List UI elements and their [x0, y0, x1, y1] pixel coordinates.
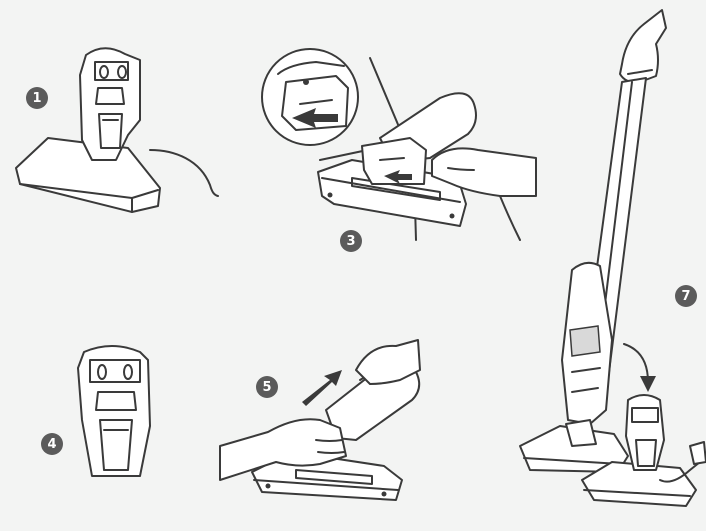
step-3-badge: 3	[340, 230, 362, 252]
direction-arrow	[302, 370, 342, 406]
curved-arrow	[640, 376, 656, 392]
step-1-nozzle-illustration	[16, 48, 218, 212]
step-5-detach-illustration	[220, 340, 420, 500]
charging-plug	[690, 442, 706, 464]
step-7-stick-vacuum-illustration	[520, 10, 706, 506]
step-4-holder-illustration	[78, 346, 150, 476]
step-1-badge: 1	[26, 87, 48, 109]
step-7-badge: 7	[675, 285, 697, 307]
step-5-badge: 5	[256, 376, 278, 398]
step-3-attach-illustration	[262, 49, 536, 240]
step-4-badge: 4	[41, 433, 63, 455]
